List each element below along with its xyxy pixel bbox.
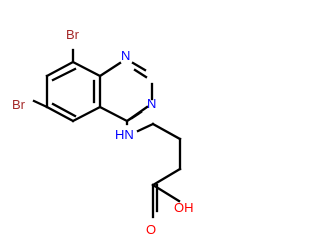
- bond: [32, 99, 49, 109]
- molecule-structure: Br Br N N HN O OH: [12, 27, 194, 237]
- bond: [51, 102, 77, 118]
- bond: [151, 183, 181, 203]
- bond: [51, 67, 77, 82]
- bond: [45, 105, 75, 123]
- bond: [133, 68, 148, 79]
- bond: [71, 105, 102, 123]
- nitrogen-atom-n1: N: [121, 48, 130, 63]
- bond: [151, 122, 182, 141]
- bond: [71, 60, 102, 78]
- bond: [45, 60, 75, 78]
- bond: [131, 61, 147, 72]
- bond: [98, 61, 122, 78]
- bromine-atom-top: Br: [66, 27, 80, 42]
- amine-nh-group: HN: [115, 127, 134, 142]
- structure-canvas: Br Br N N HN O OH: [12, 27, 194, 237]
- bond: [151, 167, 182, 187]
- oxygen-atom-carbonyl: O: [146, 222, 156, 237]
- bromine-atom-left: Br: [12, 97, 26, 112]
- bond: [136, 122, 155, 133]
- bond: [98, 105, 129, 123]
- nitrogen-atom-n3: N: [147, 96, 156, 111]
- hydroxyl-group: OH: [174, 200, 194, 215]
- bond: [130, 110, 143, 120]
